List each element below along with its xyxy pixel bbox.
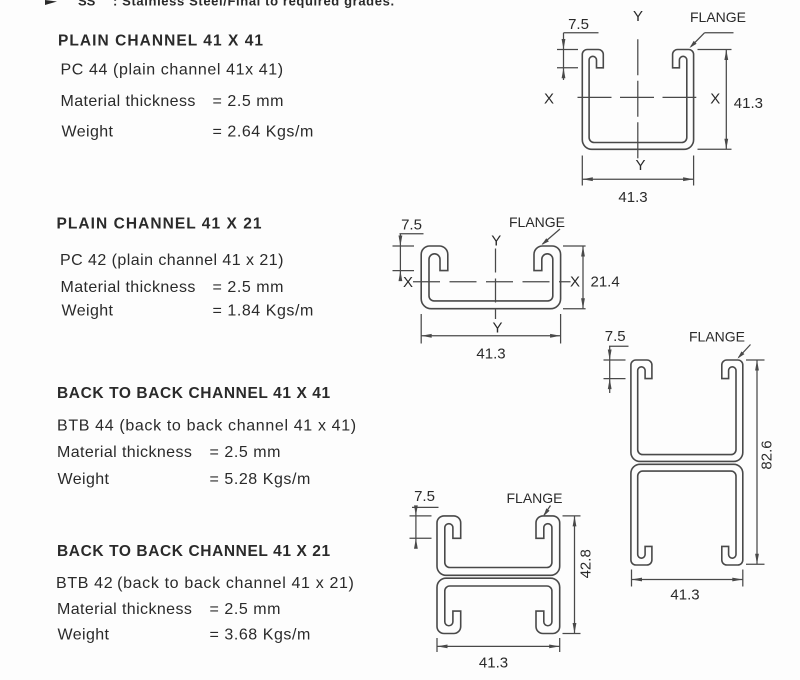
svg-text:Material thickness: Material thickness: [61, 93, 196, 110]
svg-text:FLANGE: FLANGE: [689, 329, 745, 345]
svg-text:7.5: 7.5: [605, 328, 626, 345]
svg-text:7.5: 7.5: [401, 217, 422, 234]
svg-text:X: X: [710, 91, 720, 108]
svg-text:Y: Y: [491, 233, 501, 250]
svg-text:PC 42 (plain channel 41 x 21): PC 42 (plain channel 41 x 21): [60, 252, 284, 269]
svg-text:82.6: 82.6: [759, 440, 776, 469]
svg-text:Material thickness: Material thickness: [57, 444, 192, 461]
svg-text:X: X: [570, 274, 580, 291]
svg-text:42.8: 42.8: [578, 549, 595, 578]
svg-text:21.4: 21.4: [591, 274, 620, 291]
svg-text:= 2.5 mm: = 2.5 mm: [213, 93, 285, 110]
svg-text:FLANGE: FLANGE: [507, 490, 563, 506]
svg-text:41.3: 41.3: [734, 95, 763, 112]
svg-text:= 2.64 Kgs/m: = 2.64 Kgs/m: [213, 124, 314, 141]
svg-text:= 2.5 mm: = 2.5 mm: [210, 601, 282, 618]
svg-text:Material thickness: Material thickness: [57, 601, 192, 618]
svg-text:Weight: Weight: [58, 471, 110, 488]
svg-text:: Stainless Steel/Final to req: : Stainless Steel/Final to required grad…: [113, 0, 395, 9]
svg-text:BACK TO BACK CHANNEL 41 X 21: BACK TO BACK CHANNEL 41 X 21: [57, 543, 331, 560]
svg-text:PLAIN CHANNEL 41 X 41: PLAIN CHANNEL 41 X 41: [58, 33, 264, 50]
svg-text:PC 44 (plain channel 41x 41): PC 44 (plain channel 41x 41): [61, 62, 284, 79]
svg-text:7.5: 7.5: [414, 488, 435, 505]
svg-text:41.3: 41.3: [476, 346, 505, 363]
svg-text:41.3: 41.3: [618, 189, 647, 206]
svg-text:Y: Y: [492, 320, 502, 337]
svg-text:BTB 42 (back to back channel 4: BTB 42 (back to back channel 41 x 21): [56, 575, 355, 592]
svg-text:= 1.84 Kgs/m: = 1.84 Kgs/m: [213, 303, 314, 320]
svg-text:= 5.28 Kgs/m: = 5.28 Kgs/m: [210, 471, 311, 488]
svg-text:Material thickness: Material thickness: [61, 279, 196, 296]
svg-text:SS: SS: [78, 0, 96, 9]
svg-text:FLANGE: FLANGE: [509, 214, 565, 230]
svg-text:BACK TO BACK CHANNEL 41 X 41: BACK TO BACK CHANNEL 41 X 41: [57, 385, 331, 402]
svg-text:Y: Y: [633, 8, 643, 25]
svg-text:PLAIN CHANNEL 41 X 21: PLAIN CHANNEL 41 X 21: [57, 216, 263, 233]
svg-text:= 2.5 mm: = 2.5 mm: [210, 444, 282, 461]
svg-text:Weight: Weight: [58, 627, 110, 644]
svg-text:= 2.5 mm: = 2.5 mm: [213, 279, 285, 296]
svg-text:= 3.68 Kgs/m: = 3.68 Kgs/m: [210, 627, 311, 644]
svg-text:Y: Y: [635, 157, 645, 174]
svg-text:41.3: 41.3: [670, 587, 699, 604]
svg-text:Weight: Weight: [62, 303, 114, 320]
svg-text:X: X: [403, 274, 413, 291]
svg-text:7.5: 7.5: [568, 16, 589, 33]
svg-text:FLANGE: FLANGE: [690, 9, 746, 25]
svg-text:X: X: [544, 91, 554, 108]
svg-text:Weight: Weight: [62, 124, 114, 141]
svg-text:41.3: 41.3: [479, 655, 508, 672]
svg-text:BTB 44 (back to back channel 4: BTB 44 (back to back channel 41 x 41): [57, 417, 357, 434]
